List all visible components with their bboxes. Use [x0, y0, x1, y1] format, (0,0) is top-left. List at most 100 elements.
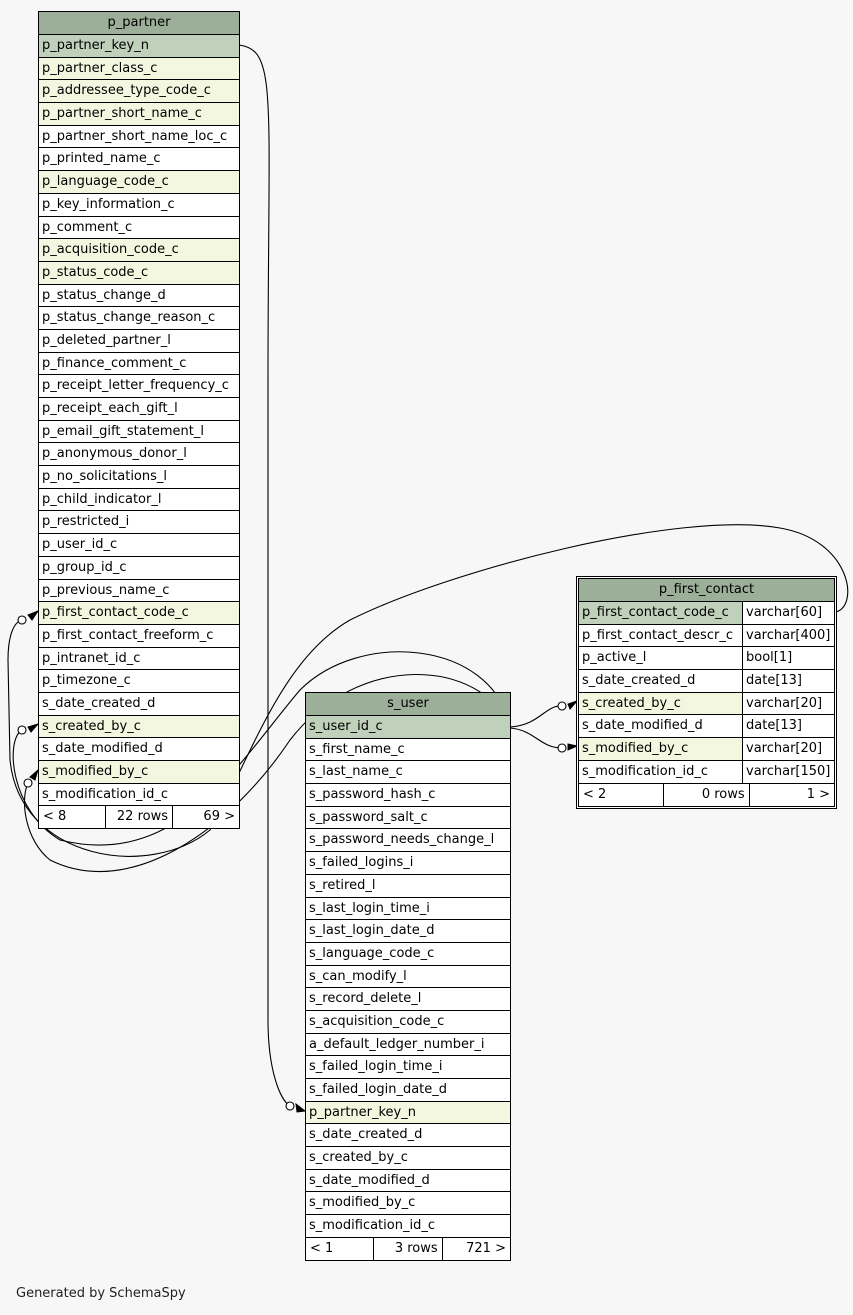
table-row[interactable]: p_status_change_reason_c	[39, 307, 239, 330]
table-row[interactable]: s_password_salt_c	[306, 807, 510, 830]
column-type: varchar[400]	[742, 624, 834, 647]
table-row[interactable]: p_status_change_d	[39, 285, 239, 308]
table-row[interactable]: s_failed_logins_i	[306, 852, 510, 875]
table-row[interactable]: s_password_needs_change_l	[306, 829, 510, 853]
parents-link[interactable]: < 2	[583, 786, 607, 802]
column-name: s_language_code_c	[309, 945, 435, 961]
table-row[interactable]: s_date_created_d	[39, 693, 239, 716]
column-name: p_printed_name_c	[42, 151, 161, 167]
table-row[interactable]: p_child_indicator_l	[39, 489, 239, 512]
parents-link[interactable]: < 8	[43, 809, 67, 825]
column-name: p_language_code_c	[39, 171, 239, 193]
column-name: p_first_contact_code_c	[579, 602, 742, 624]
column-name: s_password_hash_c	[309, 787, 436, 803]
column-name: p_partner_key_n	[39, 35, 239, 57]
table-row[interactable]: s_date_modified_d	[306, 1170, 510, 1193]
table-title[interactable]: p_partner	[39, 12, 239, 35]
table-row[interactable]: p_status_code_c	[39, 261, 239, 285]
table-row[interactable]: p_anonymous_donor_l	[39, 443, 239, 467]
children-link[interactable]: 721 >	[466, 1240, 506, 1256]
column-name: p_comment_c	[42, 219, 133, 235]
arrow-head-icon	[567, 743, 579, 751]
column-name: p_status_change_d	[42, 287, 166, 303]
table-row[interactable]: s_failed_login_time_i	[306, 1056, 510, 1079]
column-name: s_can_modify_l	[309, 968, 407, 984]
table-row[interactable]: p_previous_name_c	[39, 580, 239, 603]
table-row[interactable]: p_restricted_i	[39, 511, 239, 535]
table-row[interactable]: p_partner_key_n	[306, 1101, 510, 1125]
table-row[interactable]: p_intranet_id_c	[39, 648, 239, 671]
column-name: p_partner_class_c	[39, 57, 239, 80]
column-name: p_deleted_partner_l	[42, 332, 171, 348]
table-row[interactable]: s_user_id_c	[306, 716, 510, 739]
table-row[interactable]: p_receipt_each_gift_l	[39, 398, 239, 421]
table-row[interactable]: p_key_information_c	[39, 194, 239, 217]
row-count: 0 rows	[663, 783, 750, 806]
column-name: s_failed_login_time_i	[309, 1059, 443, 1075]
table-row[interactable]: s_retired_l	[306, 875, 510, 898]
table-row[interactable]: p_first_contact_code_c	[39, 602, 239, 625]
column-name: s_failed_logins_i	[309, 855, 414, 871]
column-name: s_user_id_c	[306, 716, 510, 738]
column-name: s_created_by_c	[579, 692, 742, 715]
table-row[interactable]: s_modification_id_c	[306, 1215, 510, 1238]
table-title[interactable]: p_first_contact	[579, 579, 834, 602]
table-row[interactable]: p_addressee_type_code_c	[39, 80, 239, 104]
table-row[interactable]: s_language_code_c	[306, 943, 510, 966]
table-row[interactable]: p_language_code_c	[39, 171, 239, 194]
edge-fc-created-by	[509, 705, 563, 728]
children-link[interactable]: 69 >	[203, 809, 235, 825]
parents-link[interactable]: < 1	[310, 1240, 334, 1256]
table-row[interactable]: p_deleted_partner_l	[39, 330, 239, 353]
table-row[interactable]: p_partner_key_n	[39, 35, 239, 58]
table-row[interactable]: p_comment_c	[39, 217, 239, 240]
column-type: bool[1]	[742, 647, 834, 670]
table-title[interactable]: s_user	[306, 693, 510, 716]
table-row[interactable]: p_partner_short_name_c	[39, 103, 239, 126]
column-name: p_timezone_c	[42, 673, 131, 689]
table-row[interactable]: s_can_modify_l	[306, 966, 510, 989]
table-row[interactable]: p_partner_class_c	[39, 57, 239, 81]
table-row[interactable]: p_acquisition_code_c	[39, 239, 239, 262]
children-link[interactable]: 1 >	[806, 786, 830, 802]
table-row[interactable]: s_date_modified_d	[39, 738, 239, 761]
table-row[interactable]: s_password_hash_c	[306, 784, 510, 807]
table-row[interactable]: s_modification_id_c	[39, 784, 239, 807]
table-row[interactable]: s_created_by_c	[39, 715, 239, 739]
generated-by-label: Generated by SchemaSpy	[16, 1286, 186, 1301]
table-row[interactable]: s_acquisition_code_c	[306, 1011, 510, 1034]
table-row[interactable]: s_modified_by_c	[306, 1192, 510, 1216]
table-row[interactable]: p_printed_name_c	[39, 148, 239, 172]
table-row[interactable]: p_email_gift_statement_l	[39, 421, 239, 444]
table-row[interactable]: p_receipt_letter_frequency_c	[39, 375, 239, 398]
table-row[interactable]: s_modified_by_c	[39, 761, 239, 784]
table-row[interactable]: s_last_login_time_i	[306, 898, 510, 921]
table-row[interactable]: p_first_contact_freeform_c	[39, 625, 239, 648]
column-name: p_partner_key_n	[306, 1101, 510, 1124]
table-row[interactable]: p_no_solicitations_l	[39, 466, 239, 489]
column-name: p_partner_short_name_loc_c	[42, 128, 228, 144]
table-row[interactable]: s_record_delete_l	[306, 988, 510, 1011]
table-row[interactable]: s_first_name_c	[306, 739, 510, 762]
table-row[interactable]: s_failed_login_date_d	[306, 1079, 510, 1102]
column-name: p_intranet_id_c	[42, 650, 141, 666]
table-row[interactable]: s_last_name_c	[306, 761, 510, 785]
table-row[interactable]: p_timezone_c	[39, 670, 239, 693]
table-row[interactable]: s_date_created_d	[306, 1124, 510, 1148]
arrow-head-icon	[27, 723, 40, 733]
table-row[interactable]: p_partner_short_name_loc_c	[39, 126, 239, 149]
table-row[interactable]: a_default_ledger_number_i	[306, 1034, 510, 1057]
table-row[interactable]: s_last_login_date_d	[306, 920, 510, 943]
table-row[interactable]: s_created_by_c	[306, 1147, 510, 1170]
table-row[interactable]: p_finance_comment_c	[39, 353, 239, 376]
table-row[interactable]: p_user_id_c	[39, 534, 239, 557]
table-row[interactable]: p_group_id_c	[39, 557, 239, 580]
